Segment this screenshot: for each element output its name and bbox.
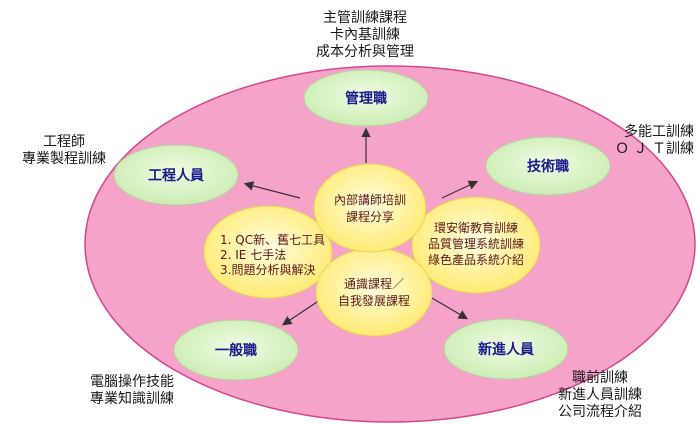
role-engineer-label: 工程人員 <box>148 167 204 184</box>
training-engineer-1: 工程師 <box>43 134 85 150</box>
training-general-2: 專業知識訓練 <box>90 391 174 407</box>
inner-top: 內部講師培訓 課程分享 <box>313 163 427 253</box>
arrow-to-newcomer <box>431 297 469 320</box>
inner-bottom: 通識課程／ 自我發展課程 <box>315 247 433 337</box>
inner-left: 1. QC新、舊七工具 2. IE 七手法 3.問題分析與解決 <box>203 205 333 299</box>
training-management-2: 卡內基訓練 <box>330 27 400 43</box>
role-newcomer: 新進人員 <box>443 318 569 380</box>
training-engineer-2: 專業製程訓練 <box>22 151 106 167</box>
role-general: 一般職 <box>173 319 299 381</box>
inner-left-line-2: 2. IE 七手法 <box>220 248 286 262</box>
training-general-1: 電腦操作技能 <box>90 374 174 390</box>
role-general-label: 一般職 <box>215 342 257 359</box>
arrow-to-engineer <box>243 181 301 199</box>
inner-left-line-3: 3.問題分析與解決 <box>220 263 315 277</box>
role-technical: 技術職 <box>485 136 611 196</box>
inner-right-line-2: 品質管理系統訓練 <box>428 236 524 251</box>
inner-bottom-line-1: 通識課程／ <box>344 276 404 291</box>
role-management-label: 管理職 <box>345 90 387 107</box>
inner-right-line-1: 環安衛教育訓練 <box>434 220 518 235</box>
role-management: 管理職 <box>303 69 429 127</box>
training-technical: 多能工訓練 Ｏ Ｊ Ｔ訓練 <box>590 124 694 158</box>
inner-top-line-2: 課程分享 <box>346 209 394 224</box>
role-newcomer-label: 新進人員 <box>478 341 534 358</box>
inner-top-line-1: 內部講師培訓 <box>334 192 406 207</box>
training-newcomer: 職前訓練 新進人員訓練 公司流程介紹 <box>544 370 656 421</box>
inner-right-line-3: 綠色產品系統介紹 <box>428 252 524 267</box>
training-management: 主管訓練課程 卡內基訓練 成本分析與管理 <box>300 10 430 61</box>
inner-left-line-1: 1. QC新、舊七工具 <box>220 232 325 247</box>
training-general: 電腦操作技能 專業知識訓練 <box>76 374 188 408</box>
role-engineer: 工程人員 <box>113 144 239 206</box>
training-management-1: 主管訓練課程 <box>323 10 407 26</box>
training-newcomer-3: 公司流程介紹 <box>558 404 642 420</box>
training-newcomer-1: 職前訓練 <box>572 370 628 386</box>
training-engineer: 工程師 專業製程訓練 <box>8 134 120 168</box>
training-management-3: 成本分析與管理 <box>316 44 414 60</box>
arrow-to-technical <box>441 180 479 199</box>
training-newcomer-2: 新進人員訓練 <box>558 387 642 403</box>
role-technical-label: 技術職 <box>527 158 569 175</box>
inner-bottom-line-2: 自我發展課程 <box>338 293 410 308</box>
training-technical-1: 多能工訓練 <box>624 124 694 140</box>
training-technical-2: Ｏ Ｊ Ｔ訓練 <box>615 141 694 157</box>
inner-right: 環安衛教育訓練 品質管理系統訓練 綠色產品系統介紹 <box>411 196 541 294</box>
arrow-to-general <box>282 299 321 326</box>
